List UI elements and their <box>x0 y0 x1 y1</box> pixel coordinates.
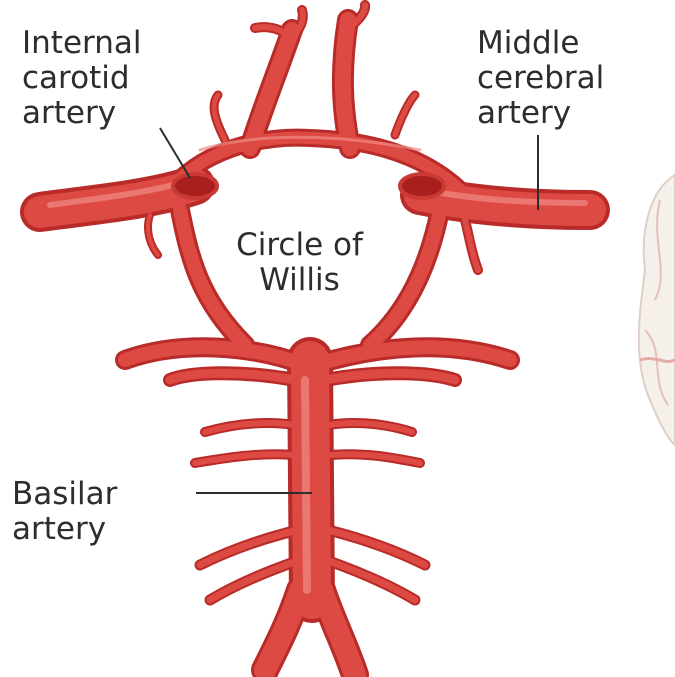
brain-tissue-fragment <box>639 175 675 445</box>
carotid-opening-right <box>400 174 444 198</box>
label-line: cerebral <box>477 61 604 96</box>
label-basilar-artery: Basilar artery <box>12 477 117 547</box>
label-line: Circle of <box>212 228 387 263</box>
label-internal-carotid-artery: Internal carotid artery <box>22 26 141 131</box>
label-line: Internal <box>22 26 141 61</box>
label-line: artery <box>477 96 604 131</box>
label-line: carotid <box>22 61 141 96</box>
label-line: artery <box>22 96 141 131</box>
label-line: artery <box>12 512 117 547</box>
label-line: Willis <box>212 263 387 298</box>
label-line: Basilar <box>12 477 117 512</box>
carotid-opening-left <box>173 174 217 198</box>
label-middle-cerebral-artery: Middle cerebral artery <box>477 26 604 131</box>
label-line: Middle <box>477 26 604 61</box>
label-circle-of-willis: Circle of Willis <box>212 228 387 298</box>
